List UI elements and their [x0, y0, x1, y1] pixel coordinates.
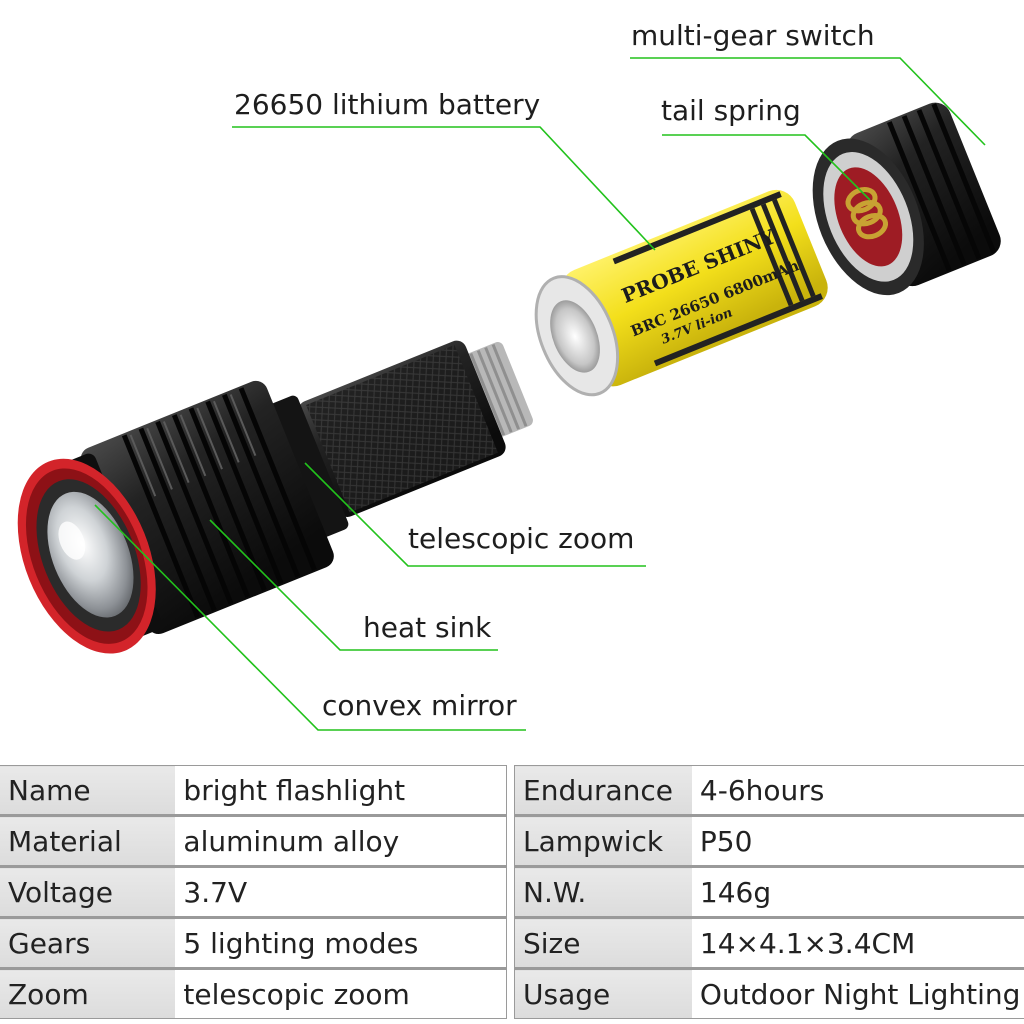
callout-convex-mirror: convex mirror	[322, 689, 517, 722]
heat-sink-fins	[121, 387, 317, 618]
spec-label: Material	[0, 814, 176, 867]
spec-value: P50	[691, 814, 1024, 867]
spec-row-usage: Usage Outdoor Night Lighting	[513, 967, 1024, 1019]
spec-value: 3.7V	[175, 865, 508, 918]
spec-value: 14×4.1×3.4CM	[691, 916, 1024, 969]
spec-table-left: Name bright flashlight Material aluminum…	[0, 765, 508, 1019]
spec-label: N.W.	[513, 865, 692, 918]
callout-multi-gear-switch: multi-gear switch	[631, 19, 875, 52]
battery: PROBE SHINY BRC 26650 6800mAh 3.7V li-io…	[534, 189, 828, 397]
tail-cap	[812, 102, 1001, 296]
spec-row-lampwick: Lampwick P50	[513, 814, 1024, 867]
spec-value: 146g	[691, 865, 1024, 918]
spec-value: telescopic zoom	[175, 967, 508, 1019]
spec-row-gears: Gears 5 lighting modes	[0, 916, 508, 969]
callout-telescopic-zoom: telescopic zoom	[408, 522, 635, 555]
spec-row-voltage: Voltage 3.7V	[0, 865, 508, 918]
flashlight-body	[17, 340, 533, 654]
spec-row-endurance: Endurance 4-6hours	[513, 765, 1024, 816]
spec-label: Zoom	[0, 967, 176, 1019]
spec-label: Endurance	[513, 765, 692, 816]
callout-lines	[94, 57, 986, 731]
spec-row-net-weight: N.W. 146g	[513, 865, 1024, 918]
spec-label: Usage	[513, 967, 692, 1019]
spec-label: Lampwick	[513, 814, 692, 867]
spec-row-name: Name bright flashlight	[0, 765, 508, 816]
callout-heat-sink: heat sink	[363, 611, 492, 644]
tail-spring	[845, 187, 889, 240]
spec-value: 4-6hours	[691, 765, 1024, 816]
spec-value: bright flashlight	[175, 765, 508, 816]
spec-row-material: Material aluminum alloy	[0, 814, 508, 867]
spec-table-right: Endurance 4-6hours Lampwick P50 N.W. 146…	[513, 765, 1024, 1019]
spec-label: Voltage	[0, 865, 176, 918]
spec-value: aluminum alloy	[175, 814, 508, 867]
flashlight-illustration: PROBE SHINY BRC 26650 6800mAh 3.7V li-io…	[17, 57, 1001, 731]
spec-row-size: Size 14×4.1×3.4CM	[513, 916, 1024, 969]
spec-value: 5 lighting modes	[175, 916, 508, 969]
spec-label: Size	[513, 916, 692, 969]
spec-label: Gears	[0, 916, 176, 969]
spec-row-zoom: Zoom telescopic zoom	[0, 967, 508, 1019]
spec-label: Name	[0, 765, 176, 816]
spec-value: Outdoor Night Lighting	[691, 967, 1024, 1019]
callout-tail-spring: tail spring	[661, 94, 801, 127]
callout-lithium-battery: 26650 lithium battery	[234, 88, 541, 121]
